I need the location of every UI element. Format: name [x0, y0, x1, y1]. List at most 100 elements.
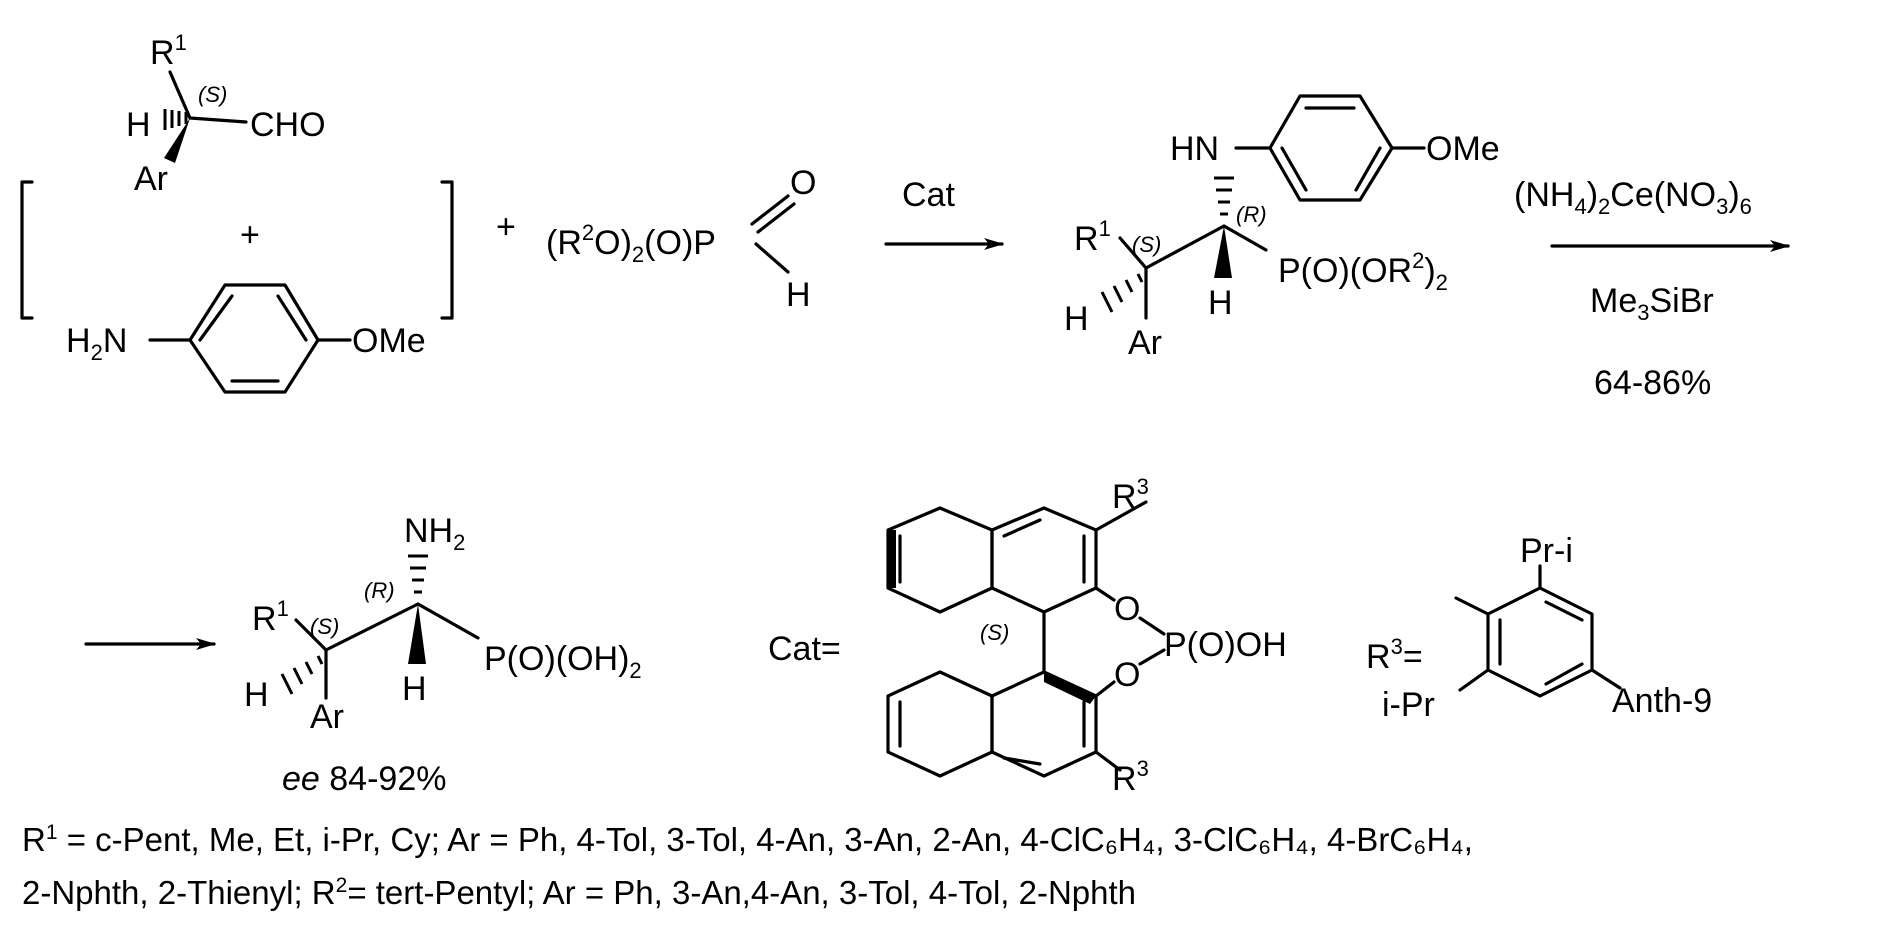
- product-phosphonic-acid: P(O)(OH)2: [484, 640, 642, 683]
- lower-naphthyl-bold-edge: [1044, 672, 1096, 704]
- lower-oxygen: O: [1114, 656, 1140, 694]
- reagent-ceric-ammonium-nitrate: (NH4)2Ce(NO3)6: [1514, 176, 1752, 219]
- catalyst-label: Cat=: [768, 630, 841, 668]
- aniline-h2n: H2N: [66, 322, 127, 365]
- phosphite-o: O: [790, 164, 816, 202]
- intermediate-wedge-h: [1214, 226, 1232, 278]
- intermediate-h-left: H: [1064, 300, 1089, 338]
- r3-substituent: R3= Pr-i i-Pr Anth-9: [1366, 532, 1712, 724]
- arrow1-label: Cat: [902, 176, 955, 214]
- r3-definition-label: R3=: [1366, 634, 1423, 676]
- r3-ring-inner-2: [1544, 600, 1584, 622]
- intermediate-bond-cc: [1144, 224, 1226, 270]
- intermediate-ring-inner-2: [1354, 146, 1382, 192]
- phosphite-bond-o-1: [750, 194, 790, 226]
- r3-ring-inner-3: [1544, 662, 1584, 686]
- reaction-arrow-1: Cat: [884, 176, 1004, 250]
- intermediate-ring-inner-3: [1280, 146, 1308, 192]
- catalyst-phosphoric-acid: P(O)OH: [1164, 626, 1287, 664]
- r3-attachment-bond: [1454, 596, 1490, 616]
- upper-bond-o: [1094, 586, 1116, 602]
- upper-naphthyl-right-ring: [990, 506, 1098, 614]
- product-bond-p: [416, 602, 480, 640]
- r3-i-pr: i-Pr: [1382, 686, 1435, 724]
- upper-r3: R3: [1112, 474, 1149, 516]
- product-hash-h: [280, 655, 324, 695]
- footnote-line-1: R1 = c-Pent, Me, Et, i-Pr, Cy; Ar = Ph, …: [22, 821, 1473, 858]
- phosphite-reactant: (R2O)2(O)P O H: [546, 164, 816, 314]
- aniline-ring-inner-2: [276, 294, 308, 342]
- product-stereo-r: (R): [364, 578, 395, 603]
- lower-bond-o: [1094, 680, 1116, 698]
- intermediate-ring: [1268, 94, 1394, 202]
- plus-outer: +: [496, 208, 516, 246]
- product-hash-nh2: [408, 554, 428, 594]
- intermediate-hash-h: [1100, 273, 1144, 313]
- upper-naphthyl-left-ring: [886, 506, 994, 614]
- intermediate-bond-r1: [1118, 236, 1148, 270]
- intermediate-bond-p: [1222, 224, 1268, 252]
- right-bracket: [440, 180, 454, 320]
- lower-naphthyl-left-ring: [886, 670, 994, 778]
- lower-naphthyl-right-ring: [990, 670, 1098, 778]
- product-nh2: NH2: [404, 512, 465, 555]
- aldehyde-bond-r1: [168, 70, 192, 120]
- catalyst-structure: Cat= R3 (S) R3 O O P(O)OH: [768, 474, 1287, 798]
- reagent-tmsbr: Me3SiBr: [1590, 282, 1714, 325]
- reactant-bracket: [20, 180, 454, 320]
- intermediate-stereo-s: (S): [1132, 232, 1161, 257]
- product-h-left: H: [244, 676, 269, 714]
- phosphite-bond-h: [754, 242, 790, 274]
- intermediate-hn: HN: [1170, 130, 1219, 168]
- intermediate-phosphonate: P(O)(OR2)2: [1278, 248, 1448, 295]
- left-bracket: [20, 180, 34, 320]
- product-h-bottom: H: [402, 670, 427, 708]
- aniline-ring: [188, 283, 320, 394]
- aniline-ring-inner-1: [198, 294, 234, 342]
- aldehyde-cho: CHO: [250, 106, 326, 144]
- footnote-line-2: 2-Nphth, 2-Thienyl; R2= tert-Pentyl; Ar …: [22, 874, 1137, 911]
- aldehyde-ar: Ar: [134, 160, 168, 198]
- lower-naphthyl-double-2: [1002, 756, 1042, 766]
- r3-bond-ipr: [1458, 668, 1490, 692]
- aldehyde-wedge-ar: [164, 118, 190, 163]
- substituent-footnote: R1 = c-Pent, Me, Et, i-Pr, Cy; Ar = Ph, …: [22, 810, 1872, 916]
- lower-bond-r3: [1094, 750, 1122, 772]
- aldehyde-stereo: (S): [198, 82, 227, 107]
- product-stereo-s: (S): [310, 614, 339, 639]
- aldehyde-reactant: R1 H CHO Ar (S): [126, 30, 326, 198]
- final-product: NH2 R1 (S) (R) P(O)(OH)2 H H Ar ee 84-92…: [244, 512, 642, 798]
- aldehyde-bond-cho: [188, 116, 248, 124]
- upper-bond-r3: [1094, 500, 1148, 532]
- phosphite-h: H: [786, 276, 811, 314]
- r3-bond-anth: [1590, 668, 1622, 690]
- upper-naphthyl-bold-edge: [888, 530, 896, 588]
- product-ee: ee 84-92%: [282, 760, 446, 798]
- catalyst-stereo: (S): [980, 620, 1009, 645]
- reaction-yield: 64-86%: [1594, 364, 1711, 402]
- phosphite-formula: (R2O)2(O)P: [546, 220, 716, 267]
- lower-bond-op: [1138, 648, 1166, 666]
- reaction-scheme: R1 H CHO Ar (S) + H2N OMe + (R2O)2(O)P O…: [20, 30, 1790, 798]
- aldehyde-r1: R1: [150, 30, 187, 72]
- r3-anth-9: Anth-9: [1612, 682, 1712, 720]
- aniline-ome: OMe: [352, 322, 426, 360]
- aldehyde-h: H: [126, 106, 151, 144]
- intermediate-h-bottom: H: [1208, 284, 1233, 322]
- intermediate-r1: R1: [1074, 216, 1111, 258]
- intermediate-stereo-r: (R): [1236, 202, 1267, 227]
- lower-r3: R3: [1112, 756, 1149, 798]
- product-r1: R1: [252, 596, 289, 638]
- phosphite-bond-o-2: [756, 202, 796, 234]
- reaction-arrow-2: (NH4)2Ce(NO3)6 Me3SiBr 64-86%: [1514, 176, 1790, 402]
- aldehyde-hash-h: [163, 109, 188, 130]
- upper-bond-op: [1138, 616, 1166, 636]
- intermediate-ar: Ar: [1128, 324, 1162, 362]
- intermediate-ome: OMe: [1426, 130, 1500, 168]
- aniline-reactant: H2N OMe: [66, 283, 426, 394]
- plus-inner: +: [240, 216, 260, 254]
- product-bond-r1: [294, 618, 328, 652]
- intermediate-product: HN OMe R1 (S) (R) P(O)(OR2)2 H H: [1064, 94, 1500, 362]
- product-wedge-h: [408, 604, 426, 664]
- upper-naphthyl-double-2: [1002, 518, 1042, 538]
